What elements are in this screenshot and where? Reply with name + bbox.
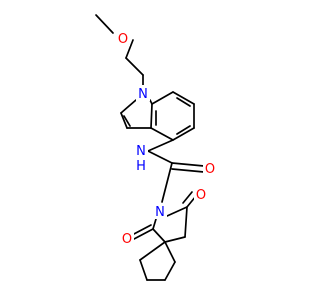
atom-o-imide-top: O — [196, 188, 206, 203]
bond-cco-o — [171, 162, 205, 167]
atom-layer: O N N H O N O O — [116, 30, 217, 247]
bond-n-c3 — [166, 206, 188, 217]
bond-ch2-ch2 — [125, 57, 144, 76]
bond-c4-nh — [147, 139, 174, 152]
bond-c3-c4 — [184, 206, 188, 238]
bond-nh-cco — [147, 150, 173, 164]
bond-cco-o-double — [171, 168, 205, 173]
bond-c3a-c7a — [150, 103, 153, 129]
bond-c1-o-double — [131, 224, 152, 236]
bond-c7-c6 — [172, 91, 195, 105]
bond-cco-ch2n — [161, 162, 173, 203]
bond-c1-o — [133, 228, 154, 240]
atom-o-methoxy: O — [118, 32, 128, 47]
bond-spiro-c1 — [152, 228, 166, 243]
bond-cc-cd — [139, 259, 148, 281]
molecule-structure: O N N H O N O O — [95, 14, 217, 281]
bond-c2-c3-inner — [123, 115, 131, 127]
bond-spiro-ca — [164, 241, 176, 263]
bond-methyl-o — [95, 14, 114, 34]
atom-o-amide: O — [205, 162, 215, 177]
atom-n-imide: N — [155, 205, 165, 220]
bond-o-ch2 — [125, 39, 134, 59]
bond-ca-cb — [164, 261, 176, 281]
atom-n-indole: N — [138, 87, 148, 102]
bond-layer — [95, 14, 205, 281]
bond-c2-c3 — [120, 112, 128, 129]
bond-cd-spiro — [139, 241, 166, 261]
bond-c4-spiro — [164, 236, 186, 243]
atom-o-imide-bottom: O — [122, 232, 132, 247]
bond-c7-c6-inner — [176, 97, 191, 107]
bond-c4-c3a — [150, 127, 174, 141]
bond-c7a-c7 — [151, 91, 174, 105]
bond-c3-o-double — [182, 191, 193, 204]
atom-h-amide: H — [136, 159, 146, 174]
atom-n-amide: N — [136, 144, 146, 159]
bond-c5-c4a-inner — [176, 125, 191, 135]
bond-c5-c4a — [172, 127, 195, 141]
bond-n-c2 — [120, 99, 137, 114]
bond-c1-n — [152, 218, 157, 230]
